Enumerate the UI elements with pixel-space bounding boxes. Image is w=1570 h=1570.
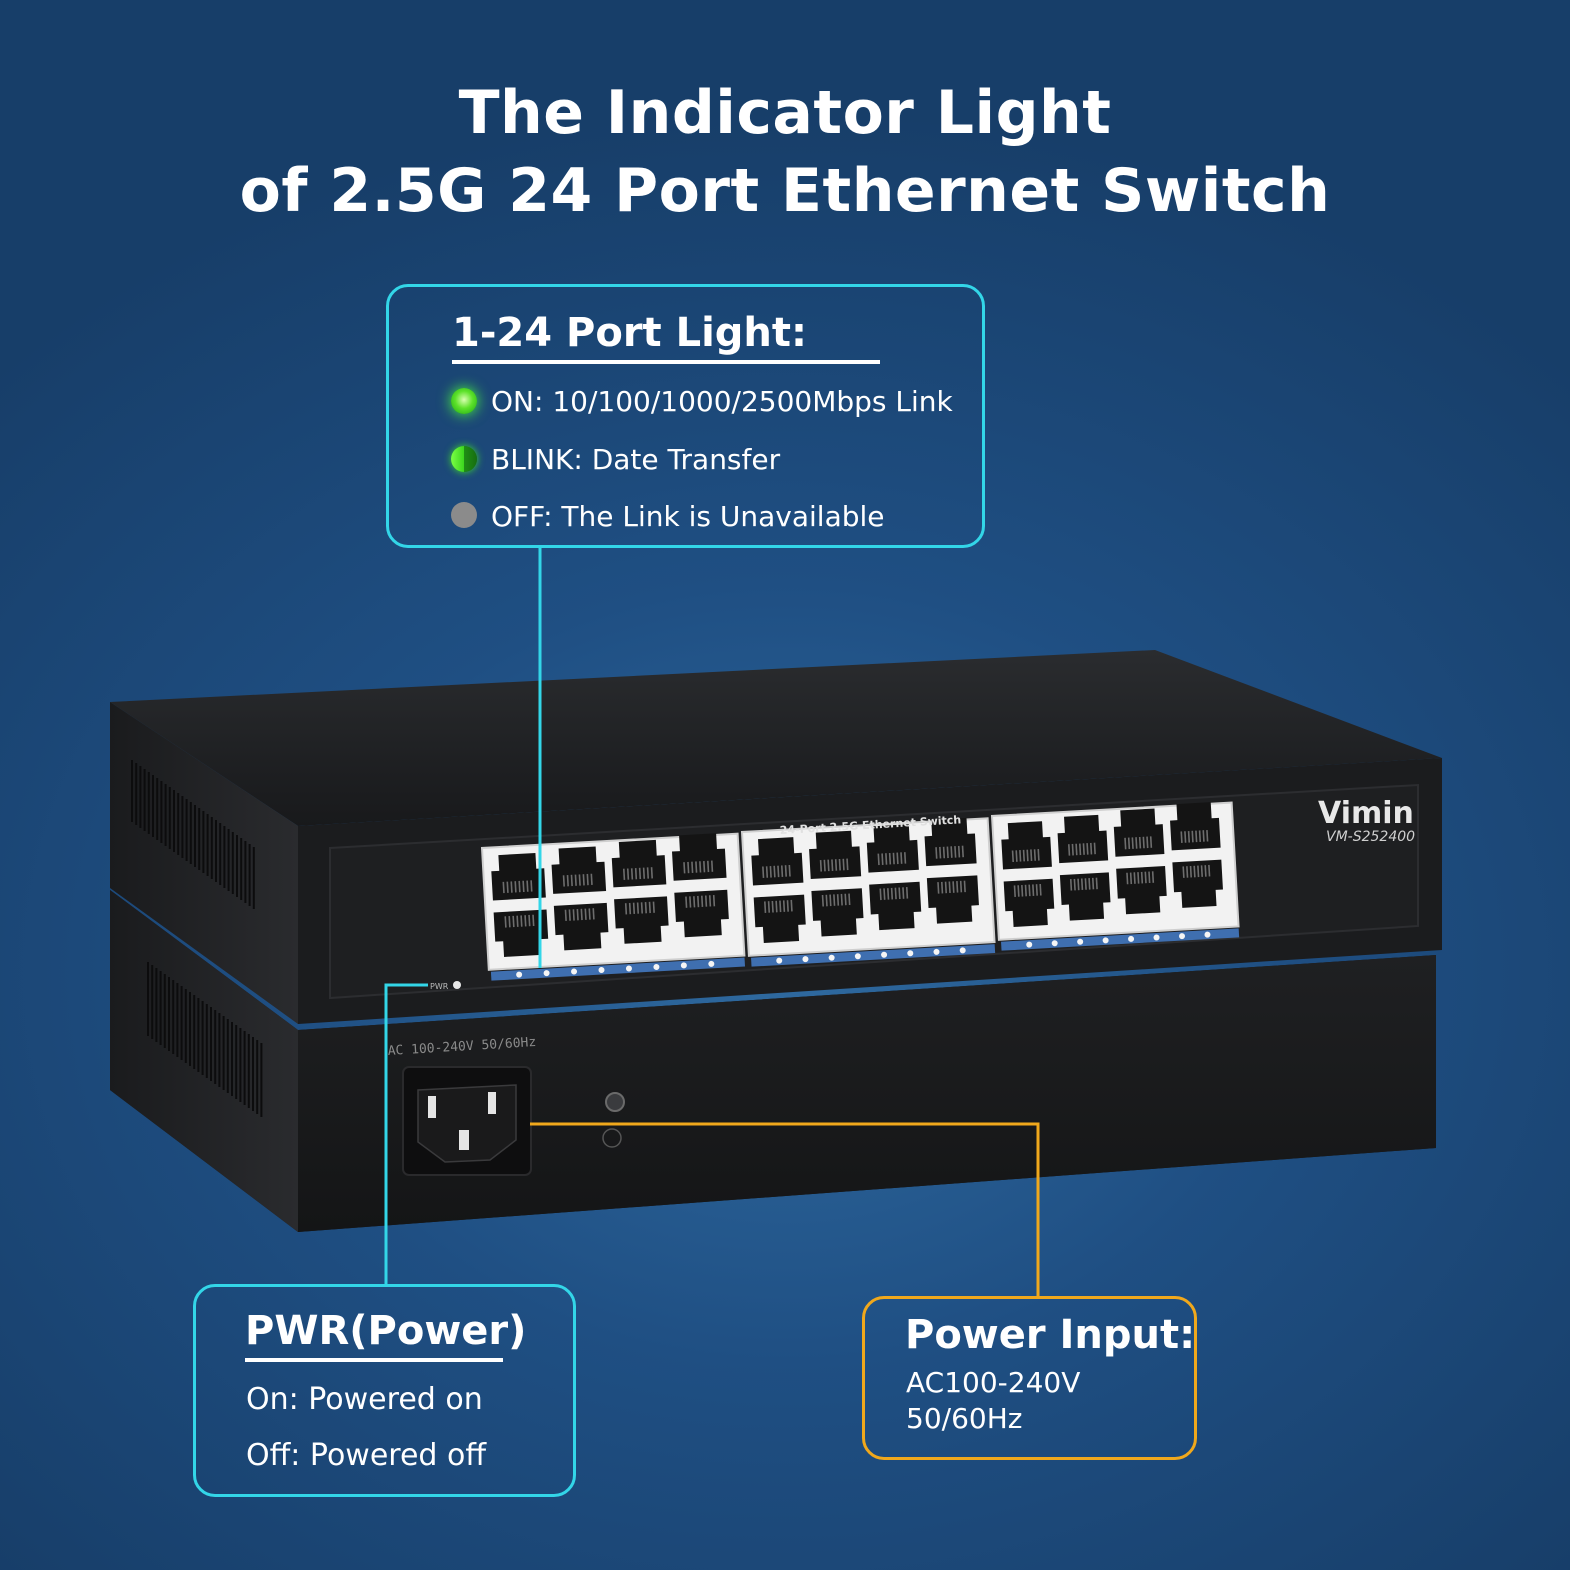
ethernet-port-2: [551, 846, 607, 894]
brand-logo: Vimin: [1318, 796, 1414, 831]
port-light-underline: [452, 360, 880, 364]
port-led: [1204, 931, 1211, 938]
ethernet-port-7: [614, 896, 669, 944]
port-light-callout: [386, 284, 985, 548]
port-led: [571, 968, 578, 975]
lower-front-panel: [298, 955, 1436, 1232]
pwr-underline: [245, 1358, 503, 1362]
power-input-leader: [530, 1122, 1040, 1296]
lower-vent: [147, 962, 263, 1117]
led-blink-icon: [451, 446, 477, 472]
upper-vent: [131, 760, 255, 909]
led-strip-2: [751, 944, 996, 967]
port-light-heading: 1-24 Port Light:: [452, 310, 808, 356]
pwr-on-text: On: Powered on: [246, 1382, 483, 1417]
ethernet-port-1: [491, 853, 546, 901]
ethernet-port-5: [493, 909, 549, 957]
ethernet-port-22: [1059, 872, 1111, 921]
led-strip-1: [490, 957, 746, 981]
pwr-callout: [193, 1284, 576, 1497]
pwr-led: [453, 981, 461, 989]
port-led: [828, 954, 835, 961]
side-vents: [131, 760, 263, 1117]
port-led: [1026, 941, 1033, 948]
port-led: [1051, 940, 1058, 947]
ground-screw: [605, 1092, 625, 1112]
title-line-1: The Indicator Light: [458, 78, 1112, 148]
port-led: [881, 951, 888, 958]
port-led: [1178, 933, 1185, 940]
port-led: [653, 963, 660, 970]
ethernet-port-18: [1057, 814, 1109, 864]
led-strip-3: [1001, 928, 1240, 951]
port-led: [854, 953, 861, 960]
power-input-frequency: 50/60Hz: [906, 1402, 1023, 1435]
ethernet-port-10: [809, 830, 862, 880]
port-led: [959, 947, 966, 954]
ethernet-port-9: [751, 837, 804, 886]
port-led: [907, 950, 914, 957]
port-led: [1153, 934, 1160, 941]
ethernet-port-16: [926, 875, 979, 924]
power-input-heading: Power Input:: [905, 1312, 1196, 1358]
port-led: [776, 957, 783, 964]
ethernet-port-21: [1003, 878, 1055, 927]
ethernet-port-4: [671, 833, 727, 881]
ethernet-port-11: [866, 824, 919, 873]
power-input-callout: [862, 1296, 1197, 1460]
port-led: [708, 960, 715, 967]
port-led: [543, 970, 550, 977]
ethernet-port-14: [811, 888, 864, 937]
port-array: [480, 801, 1240, 981]
ethernet-port-13: [753, 894, 806, 943]
pwr-leader: [384, 983, 428, 1284]
led-off-icon: [451, 502, 477, 528]
model-number: VM-S252400: [1326, 829, 1415, 845]
port-light-off-text: OFF: The Link is Unavailable: [491, 500, 885, 533]
port-light-blink-text: BLINK: Date Transfer: [491, 443, 781, 476]
switch-top: [110, 650, 1442, 826]
ethernet-port-15: [869, 881, 922, 931]
port-led: [680, 962, 687, 969]
port-led: [516, 971, 523, 978]
port-led: [598, 967, 605, 974]
ethernet-port-19: [1113, 808, 1165, 857]
pwr-label: PWR: [430, 982, 449, 991]
ethernet-port-17: [1001, 821, 1052, 870]
port-led: [625, 965, 632, 972]
ethernet-port-24: [1172, 859, 1223, 908]
ethernet-port-6: [553, 902, 609, 951]
port-led: [933, 948, 940, 955]
port-led: [1077, 938, 1084, 945]
power-input-voltage: AC100-240V: [906, 1366, 1081, 1399]
port-light-on-text: ON: 10/100/1000/2500Mbps Link: [491, 385, 953, 418]
port-led: [1128, 935, 1135, 942]
ethernet-port-23: [1116, 866, 1167, 915]
port-led: [802, 956, 809, 963]
ethernet-port-3: [611, 839, 667, 888]
ground-icon: [602, 1128, 622, 1148]
pwr-off-text: Off: Powered off: [246, 1438, 487, 1473]
ethernet-port-12: [924, 817, 977, 867]
led-on-icon: [451, 388, 477, 414]
pwr-heading: PWR(Power): [245, 1308, 527, 1354]
port-led: [1102, 937, 1109, 944]
ethernet-port-20: [1170, 802, 1221, 851]
title-line-2: of 2.5G 24 Port Ethernet Switch: [239, 156, 1331, 226]
ethernet-port-8: [674, 889, 729, 938]
